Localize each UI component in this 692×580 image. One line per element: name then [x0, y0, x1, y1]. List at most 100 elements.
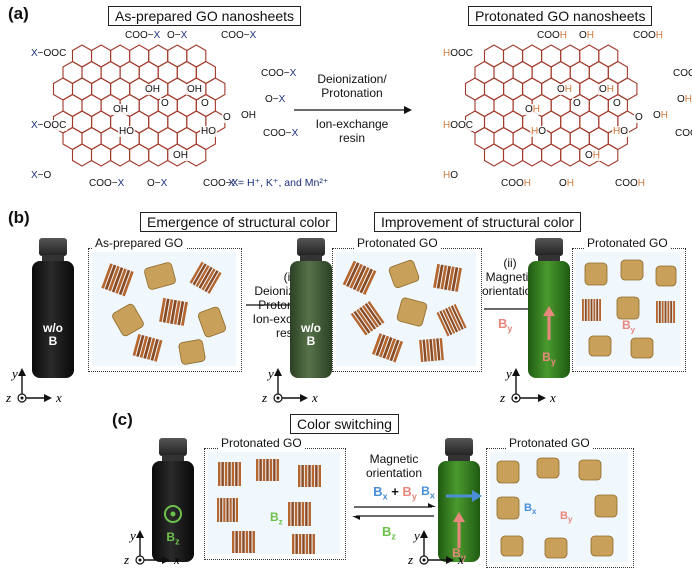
hex-ring — [502, 143, 524, 167]
protonated-go-box-c1-title: Protonated GO — [218, 436, 305, 450]
axis-z-label: z — [261, 390, 267, 405]
axis-x-label: x — [311, 390, 318, 405]
go-sheet-b3-1 — [620, 259, 644, 281]
go-sheet-b3-0 — [584, 262, 608, 286]
go-sheet-c1-6 — [292, 534, 315, 554]
protonated-group-3: COOH — [632, 30, 665, 41]
as-prepared-group-21: OH — [240, 110, 257, 121]
protonated-go-box-title-1: Protonated GO — [354, 236, 441, 250]
protonated-group-7: COOH — [674, 128, 692, 139]
go-sheet-b2-4 — [396, 297, 428, 327]
panel-a-label: (a) — [8, 4, 29, 23]
protonated-go-box-title-2: Protonated GO — [584, 236, 671, 250]
face-on-go-sheets — [490, 452, 628, 562]
as-prepared-group-11: COO−X — [202, 178, 240, 189]
protonated-group-8: HO — [442, 170, 460, 181]
color-switching-title: Color switching — [290, 414, 399, 434]
axes-b3: yz x — [499, 366, 556, 405]
go-sheet-b1-3 — [112, 303, 144, 337]
as-prepared-group-1: COO−X — [124, 30, 162, 41]
axis-x-label: x — [55, 390, 62, 405]
vial-bx-by: Bx By — [421, 438, 482, 563]
step-ii-field-label: By — [498, 316, 513, 334]
improvement-title: Improvement of structural color — [374, 212, 581, 232]
box-c2-by-label: By — [560, 510, 573, 525]
go-sheet-b3-7 — [630, 337, 654, 359]
go-sheet-c2-4 — [594, 494, 618, 518]
box-c1-bz-label: Bz — [270, 510, 283, 527]
as-prepared-group-13: OH — [186, 84, 203, 95]
random-go-sheets-2 — [336, 252, 476, 366]
go-sheet-b1-7 — [178, 339, 206, 365]
vial-label-wo-b-1: w/o B — [43, 321, 63, 348]
vial-c2-bx-label: Bx — [421, 484, 435, 501]
switch-arrows — [352, 503, 436, 520]
go-sheet-c1-1 — [256, 459, 279, 481]
go-sheet-b1-6 — [132, 334, 163, 362]
protonated-group-6: HOOC — [442, 120, 475, 131]
axis-x-label: x — [173, 552, 180, 567]
go-sheet-c2-2 — [578, 459, 602, 481]
protonated-group-15: O — [572, 98, 582, 109]
go-sheet-b3-4 — [616, 296, 640, 320]
go-sheet-b2-2 — [433, 263, 462, 292]
vial-bz: Bz — [152, 438, 194, 562]
as-prepared-group-5: O−X — [264, 94, 287, 105]
vial-label-wo-b-2: w/o B — [301, 321, 321, 348]
go-sheet-c2-7 — [590, 535, 614, 557]
as-prepared-group-19: HO — [200, 126, 217, 137]
box3-by-label: By — [622, 318, 636, 335]
by-arrow-icon — [543, 306, 555, 340]
aligned-go-sheets — [576, 252, 680, 366]
random-go-sheets-1 — [92, 252, 236, 366]
go-sheet-b2-0 — [342, 260, 377, 295]
vial-c2-by-label: By — [452, 546, 466, 563]
protonated-group-13: OH — [598, 84, 616, 95]
protonated-group-2: OH — [578, 30, 596, 41]
axis-y-label: y — [128, 528, 136, 543]
go-sheet-c1-0 — [218, 462, 241, 486]
as-prepared-group-8: X−O — [30, 170, 53, 181]
as-prepared-group-15: O — [160, 98, 170, 109]
hex-ring — [186, 143, 207, 167]
x-legend: X = H⁺, K⁺, and Mn²⁺ — [228, 177, 329, 189]
reaction-arrow-a — [294, 106, 412, 114]
go-sheet-c1-2 — [298, 465, 321, 487]
hex-ring — [129, 143, 150, 167]
protonated-group-0: HOOC — [442, 48, 475, 59]
go-sheet-b3-6 — [588, 335, 612, 357]
protonated-go-title-a: Protonated GO nanosheets — [468, 6, 653, 26]
protonated-group-17: HO — [530, 126, 548, 137]
as-prepared-group-0: X−OOC — [30, 48, 68, 59]
protonated-group-4: COOH — [672, 68, 692, 79]
reverse-field-label: Bz — [382, 524, 396, 542]
go-sheet-b3-3 — [582, 299, 601, 321]
as-prepared-go-structure — [52, 44, 226, 167]
as-prepared-group-20: O — [222, 112, 232, 123]
go-sheet-c2-6 — [544, 537, 568, 559]
as-prepared-group-9: COO−X — [88, 178, 126, 189]
axis-z-label: z — [499, 390, 505, 405]
hex-ring — [90, 143, 112, 167]
axis-z-label: z — [407, 552, 413, 567]
graphene-lattice — [52, 44, 226, 167]
as-prepared-group-14: OH — [112, 104, 129, 115]
protonated-group-12: OH — [556, 84, 574, 95]
go-sheet-b3-2 — [655, 265, 677, 287]
bz-dot-icon — [164, 505, 182, 523]
go-sheet-c2-5 — [500, 535, 524, 557]
vial-as-prepared: w/o B — [32, 238, 74, 378]
axis-y-label: y — [504, 366, 512, 381]
protonated-go-structure — [464, 44, 638, 167]
go-sheet-b1-0 — [101, 263, 134, 297]
axis-x-label: x — [549, 390, 556, 405]
as-prepared-group-6: X−OOC — [30, 120, 68, 131]
protonated-group-20: O — [634, 112, 644, 123]
ion-exchange-label-a: Ion-exchange resin — [315, 117, 389, 145]
protonated-group-9: COOH — [500, 178, 533, 189]
axis-y-label: y — [10, 366, 18, 381]
as-prepared-group-16: O — [200, 98, 210, 109]
